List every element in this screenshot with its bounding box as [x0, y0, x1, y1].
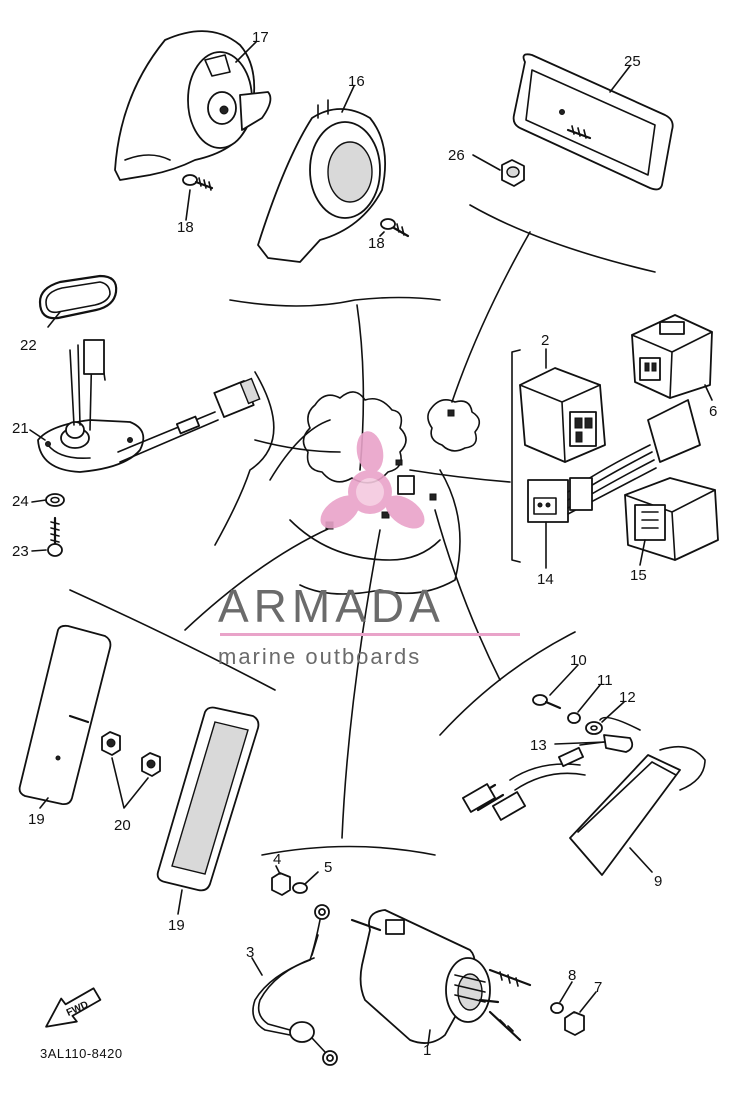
part-17-horn	[114, 30, 272, 181]
armada-logo-icon	[320, 431, 425, 529]
callout-2: 2	[541, 332, 549, 349]
callout-18b: 18	[368, 235, 385, 252]
callout-23: 23	[12, 543, 29, 560]
callout-16: 16	[348, 73, 365, 90]
callout-19b: 19	[168, 917, 185, 934]
callout-17: 17	[252, 29, 269, 46]
callout-11: 11	[597, 672, 613, 689]
callout-20: 20	[114, 817, 131, 834]
part-18-bolt	[182, 174, 410, 238]
callout-15: 15	[630, 567, 647, 584]
callout-3: 3	[246, 944, 254, 961]
part-25-reflector	[512, 53, 674, 191]
callout-13: 13	[530, 737, 547, 754]
part-6-relay	[631, 314, 713, 399]
watermark-tagline: marine outboards	[218, 644, 421, 669]
callout-9: 9	[654, 873, 662, 890]
callout-26: 26	[448, 147, 465, 164]
part-19-reflector-left	[18, 624, 112, 806]
part-1-starter-relay	[350, 909, 532, 1044]
fwd-arrow-icon: FWD	[45, 987, 102, 1028]
callout-10: 10	[570, 652, 587, 669]
part-12-washer	[585, 721, 603, 735]
callout-12: 12	[619, 689, 636, 706]
callout-8: 8	[568, 967, 576, 984]
watermark-divider	[220, 633, 520, 636]
part-16-horn	[257, 99, 387, 263]
part-13-clamp	[579, 734, 634, 753]
callout-4: 4	[273, 851, 281, 868]
part-26-nut	[501, 159, 525, 187]
callout-14: 14	[537, 571, 554, 588]
part-24-washer	[45, 493, 65, 507]
drawing-code: 3AL110-8420	[40, 1046, 123, 1061]
callout-24: 24	[12, 493, 29, 510]
part-15-connector	[624, 477, 719, 561]
part-10-bolt	[532, 694, 562, 710]
callout-18a: 18	[177, 219, 194, 236]
callout-labels: 17 16 25 26 18 18 22 21 24 23 2 6 14 15 …	[12, 29, 717, 1061]
callout-25: 25	[624, 53, 641, 70]
callout-1: 1	[423, 1042, 431, 1059]
callout-6: 6	[709, 403, 717, 420]
group-leader-lines	[69, 204, 656, 856]
part-21-sender	[37, 339, 261, 473]
part-3-lead	[252, 904, 338, 1066]
callout-21: 21	[12, 420, 29, 437]
part-14-harness	[527, 399, 701, 523]
engine-location-sketch	[269, 391, 481, 595]
part-7-nut	[564, 1011, 585, 1036]
part-11-washer	[567, 712, 581, 724]
part-19-reflector-right	[156, 706, 260, 892]
part-4-nut	[271, 872, 291, 896]
part-8-washer	[550, 1002, 564, 1014]
watermark-brand: ARMADA	[218, 580, 445, 632]
part-20-nut	[101, 731, 161, 809]
part-5-washer	[292, 882, 308, 894]
armada-watermark: ARMADA marine outboards	[218, 431, 520, 669]
part-22-gasket	[38, 274, 118, 320]
callout-leaders	[29, 41, 713, 1046]
part-9-rectifier	[461, 716, 706, 876]
callout-22: 22	[20, 337, 37, 354]
part-2-relay	[519, 367, 606, 463]
callout-7: 7	[594, 979, 602, 996]
part-23-screw	[47, 516, 63, 557]
callout-19a: 19	[28, 811, 45, 828]
callout-5: 5	[324, 859, 332, 876]
